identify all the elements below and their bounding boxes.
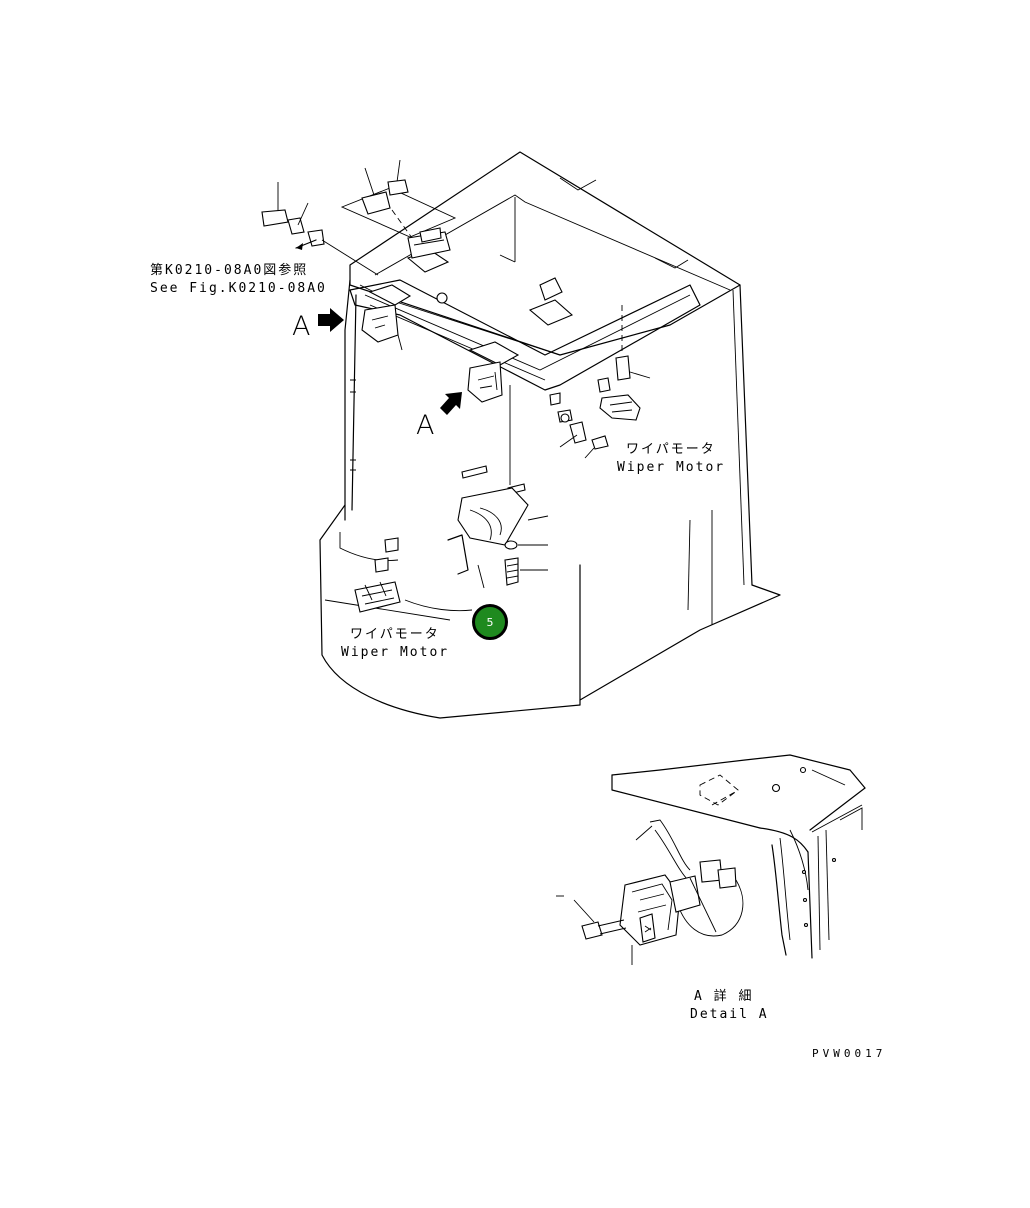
wiper-motor-center xyxy=(467,361,503,403)
view-a-label-left: A xyxy=(292,311,311,342)
wiper-motor-label-en-upper: Wiper Motor xyxy=(617,460,726,475)
view-arrow-center xyxy=(440,392,462,415)
wiper-motor-lower xyxy=(339,532,473,613)
wiper-motor-label-jp-upper: ワイパモータ xyxy=(626,442,716,457)
reference-label-en: See Fig.K0210-08A0 xyxy=(150,281,327,296)
wiper-motor-label-en-lower: Wiper Motor xyxy=(341,645,450,660)
detail-a-label-jp: A 詳 細 xyxy=(694,989,754,1004)
top-hardware xyxy=(261,159,457,304)
wiper-motor-left xyxy=(361,304,403,351)
detail-a-view xyxy=(556,754,866,965)
cross-beam xyxy=(349,249,701,391)
view-arrow-left xyxy=(318,308,344,332)
drawing-number: PVW0017 xyxy=(812,1047,887,1060)
view-a-label-center: A xyxy=(416,410,435,441)
cab-body xyxy=(319,151,781,719)
wiper-motor-label-jp-lower: ワイパモータ xyxy=(350,627,440,642)
reference-label-jp: 第K0210-08A0図参照 xyxy=(150,263,309,278)
cover-assembly xyxy=(447,465,549,589)
part-callout-5[interactable]: 5 xyxy=(472,604,508,640)
leader-lines xyxy=(499,254,516,263)
detail-a-label-en: Detail A xyxy=(690,1007,769,1022)
wiper-motor-right xyxy=(549,305,651,459)
